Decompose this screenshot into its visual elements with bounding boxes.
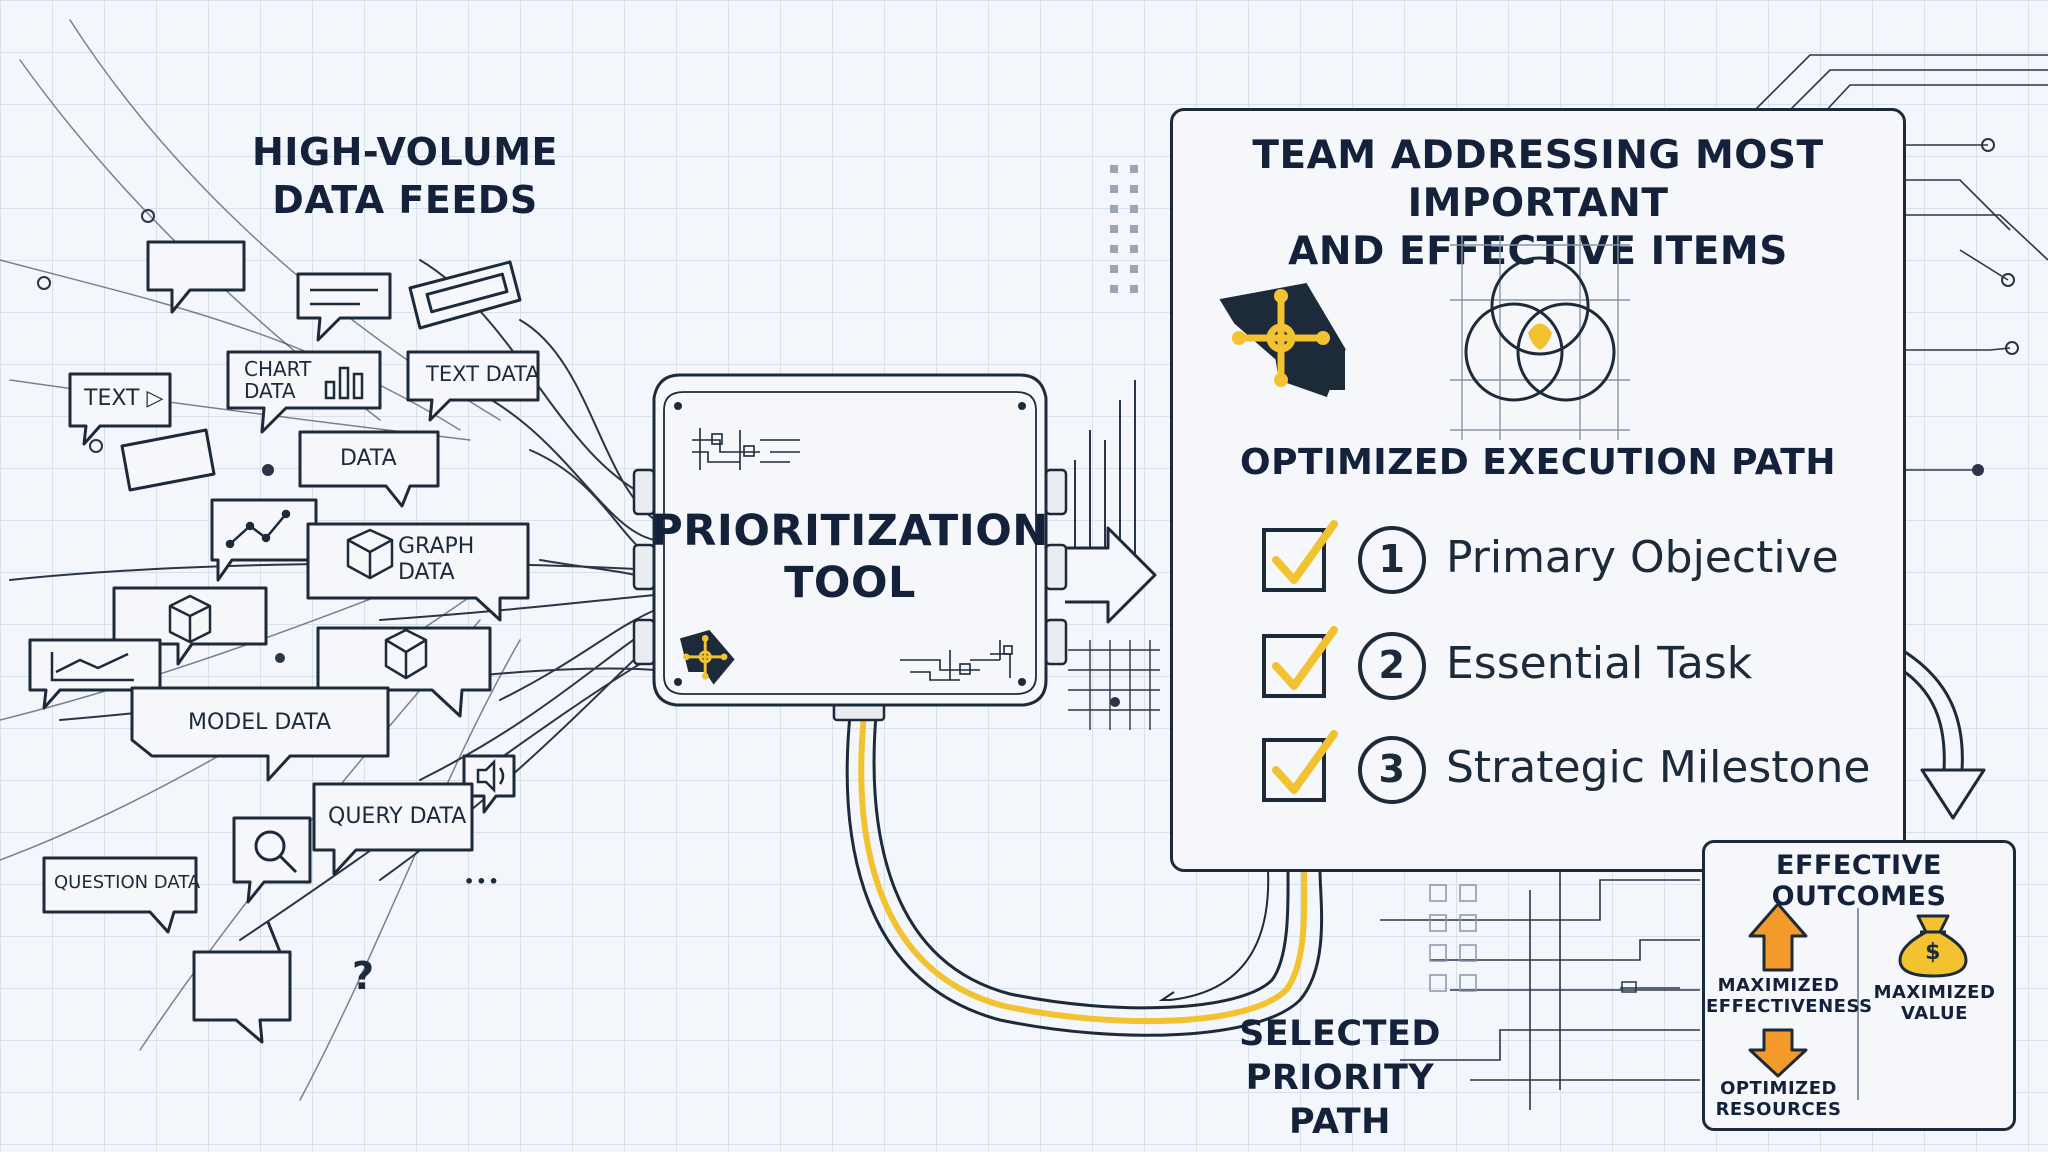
money-symbol: $ <box>1925 940 1941 965</box>
bubble-chart-data <box>226 350 382 434</box>
priority-path-label-line2: PRIORITY PATH <box>1245 1058 1435 1142</box>
bubble-text <box>68 372 172 446</box>
checkbox-icon <box>1262 626 1338 698</box>
outcome-value-line2: VALUE <box>1901 1003 1968 1024</box>
outcome-value-line1: MAXIMIZED <box>1873 982 1996 1003</box>
arrow-down-icon <box>1748 1028 1808 1078</box>
feeds-title: HIGH-VOLUME DATA FEEDS <box>240 128 570 224</box>
outcome-value: MAXIMIZED VALUE <box>1862 982 2007 1024</box>
number-circle-1 <box>1358 526 1426 594</box>
arrow-up-icon <box>1748 902 1808 972</box>
item-2-label: Essential Task <box>1446 638 1753 689</box>
priority-path-label: SELECTED PRIORITY PATH <box>1195 1012 1485 1144</box>
label-graph-line2: DATA <box>398 560 455 585</box>
execution-path-title: OPTIMIZED EXECUTION PATH <box>1240 442 1836 483</box>
money-bag-icon <box>1898 914 1968 978</box>
label-chart-line2: DATA <box>244 379 296 403</box>
outcome-resources-line1: OPTIMIZED <box>1720 1078 1837 1099</box>
label-ellipsis: ••• <box>464 872 501 891</box>
label-data: DATA <box>340 446 397 471</box>
circuit-icon <box>900 640 1013 681</box>
label-question-data: QUESTION DATA <box>54 872 201 893</box>
tool-title: PRIORITIZATION TOOL <box>650 505 1050 609</box>
outcome-effectiveness-line2: EFFECTIVENESS <box>1706 996 1873 1017</box>
item-1-label: Primary Objective <box>1446 532 1839 583</box>
priority-path-label-line1: SELECTED <box>1239 1014 1441 1054</box>
outcome-effectiveness: MAXIMIZED EFFECTIVENESS <box>1706 975 1873 1017</box>
panel-title-line2: AND EFFECTIVE ITEMS <box>1288 229 1788 274</box>
feeds-title-line1: HIGH-VOLUME <box>252 130 558 174</box>
outcomes-title: EFFECTIVE OUTCOMES <box>1771 850 1947 912</box>
item-1-number: 1 <box>1378 537 1406 581</box>
label-model-data: MODEL DATA <box>188 710 332 735</box>
logo-icon <box>1219 283 1346 397</box>
checkbox-icon <box>1262 520 1338 592</box>
label-chart-data: CHART DATA <box>244 358 311 402</box>
feeds-title-line2: DATA FEEDS <box>272 178 538 222</box>
bubble-empty-2 <box>120 428 216 492</box>
line-chart-icon <box>50 652 134 682</box>
bubble-data <box>298 430 440 508</box>
label-graph-line1: GRAPH <box>398 534 475 559</box>
down-arrow-icon <box>1901 648 1986 820</box>
speaker-icon <box>476 758 505 794</box>
line-chart-icon <box>225 509 291 549</box>
tool-title-line2: TOOL <box>784 558 916 608</box>
bubble-question-data <box>42 856 198 934</box>
label-query-data: QUERY DATA <box>328 804 467 829</box>
cube-icon <box>168 528 428 680</box>
label-text-data: TEXT DATA <box>426 362 540 386</box>
right-arrow-icon <box>1065 526 1157 624</box>
logo-icon <box>680 630 735 685</box>
item-2-number: 2 <box>1378 643 1406 687</box>
bubble-empty-1 <box>146 240 246 314</box>
label-question-mark: ? <box>352 954 375 998</box>
outcome-resources-line2: RESOURCES <box>1715 1099 1842 1120</box>
selected-priority-path <box>845 714 1324 1037</box>
item-3-number: 3 <box>1378 747 1406 791</box>
label-graph-data: GRAPH DATA <box>398 534 474 586</box>
bar-chart-icon <box>324 366 364 400</box>
number-circle-3 <box>1358 736 1426 804</box>
label-text: TEXT ▷ <box>84 386 164 411</box>
bubble-query-data <box>312 782 474 876</box>
panel-title: TEAM ADDRESSING MOST IMPORTANT AND EFFEC… <box>1170 132 1906 276</box>
venn-icon <box>1450 236 1630 440</box>
outcome-effectiveness-line1: MAXIMIZED <box>1717 975 1840 996</box>
bubble-text-data <box>406 350 540 422</box>
item-3-label: Strategic Milestone <box>1446 742 1871 793</box>
outcome-resources: OPTIMIZED RESOURCES <box>1706 1078 1851 1120</box>
checkbox-icon <box>1262 730 1338 802</box>
bubble-model-data <box>130 686 390 782</box>
number-circle-2 <box>1358 632 1426 700</box>
panel-title-line1: TEAM ADDRESSING MOST IMPORTANT <box>1252 133 1824 226</box>
tool-title-line1: PRIORITIZATION <box>651 506 1049 556</box>
label-chart-line1: CHART <box>244 357 312 381</box>
bubble-empty-3 <box>192 950 292 1044</box>
bubble-line-chart-2 <box>28 638 162 710</box>
circuit-icon <box>692 428 800 470</box>
search-icon <box>254 830 298 874</box>
